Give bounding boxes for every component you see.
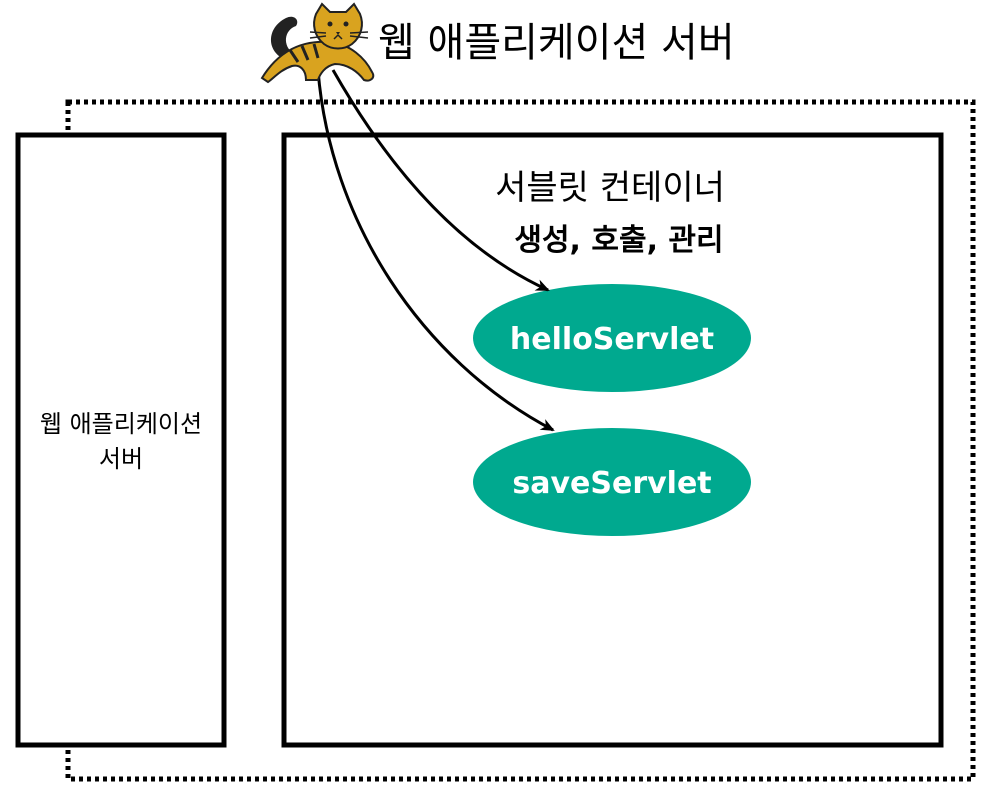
arrow-to-hello-servlet bbox=[331, 69, 550, 292]
servlet-container-subtitle: 생성, 호출, 관리 bbox=[514, 223, 723, 258]
web-application-server-label-line2: 서버 bbox=[99, 445, 143, 473]
servlet-container-title: 서블릿 컨테이너 bbox=[495, 168, 725, 208]
was-header-title: 웹 애플리케이션 서버 bbox=[378, 20, 735, 66]
save-servlet-node bbox=[473, 428, 751, 536]
save-servlet-label: saveServlet bbox=[512, 466, 711, 501]
web-application-server-label-line1: 웹 애플리케이션 bbox=[40, 410, 202, 438]
hello-servlet-node bbox=[473, 284, 751, 392]
tomcat-cat-icon bbox=[260, 2, 375, 84]
web-application-server-box bbox=[15, 132, 227, 748]
arrow-to-save-servlet bbox=[316, 69, 555, 432]
hello-servlet-label: helloServlet bbox=[510, 322, 714, 357]
